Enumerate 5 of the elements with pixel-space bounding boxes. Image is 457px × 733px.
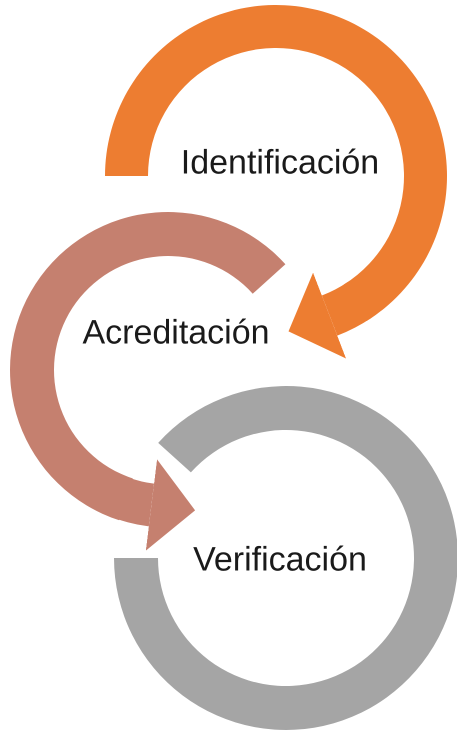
circular-arrow-shape [114, 386, 457, 730]
node-label: Identificación [180, 144, 380, 182]
node-label: Verificación [193, 541, 367, 579]
arrow [288, 273, 372, 358]
node-label: Acreditación [82, 314, 270, 352]
